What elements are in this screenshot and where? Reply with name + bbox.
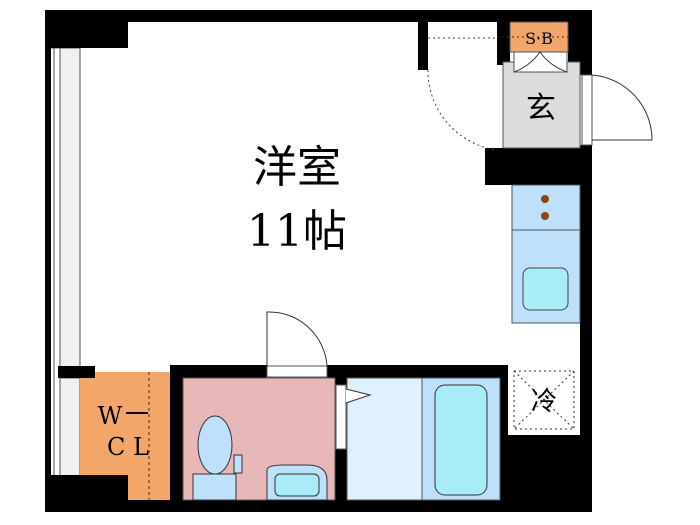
stove-burner-icon — [541, 212, 549, 220]
bathtub-basin — [434, 384, 488, 496]
toilet-door-swing — [266, 311, 328, 367]
bath-door-swing — [345, 388, 372, 404]
entrance-area — [502, 61, 581, 149]
window-sill-lower — [59, 377, 81, 477]
closet-label-2: C L — [107, 433, 149, 461]
bath-room — [346, 377, 423, 501]
main-room-size: 11帖 — [247, 206, 347, 257]
fridge-spot — [513, 370, 575, 430]
walk-in-closet — [80, 372, 170, 500]
shoe-box-door-swing — [513, 51, 568, 73]
entrance-door-swing — [591, 74, 653, 141]
fridge-label: 冷 — [531, 387, 557, 417]
toilet-lever — [233, 454, 243, 474]
shoe-box-label: S·B — [525, 29, 553, 48]
kitchen-sink — [522, 267, 569, 311]
stove-burner-icon — [541, 195, 549, 203]
entrance-label: 玄 — [526, 91, 556, 126]
toilet-tank — [192, 473, 237, 501]
main-room-name: 洋室 — [253, 142, 341, 193]
closet-label-1: W — [98, 402, 123, 430]
toilet-bowl — [197, 415, 233, 475]
entrance-door[interactable] — [581, 74, 593, 146]
window-sill — [59, 47, 81, 369]
toilet-door[interactable] — [266, 365, 328, 378]
door-swing-main — [427, 37, 498, 151]
bath-door[interactable] — [335, 384, 347, 450]
